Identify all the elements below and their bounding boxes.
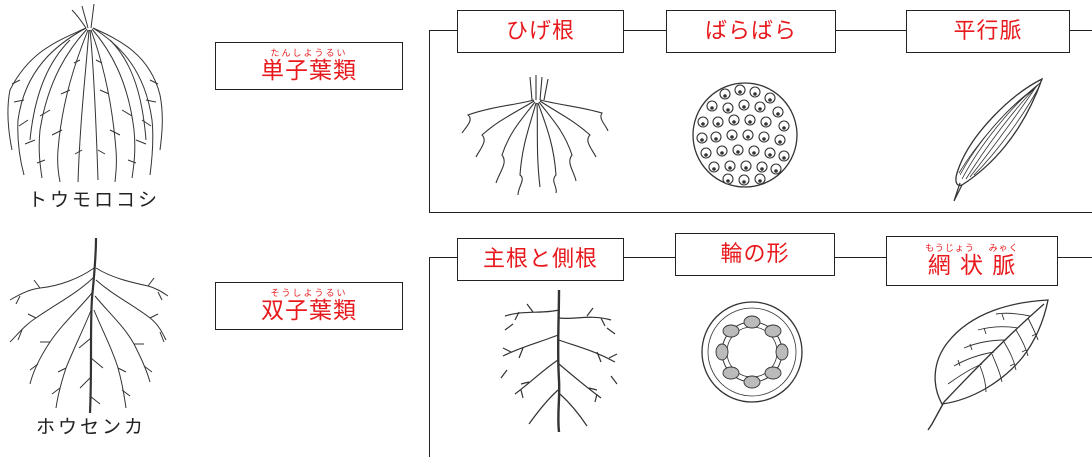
dicot-plant-name: ホウセンカ bbox=[36, 416, 147, 438]
feature-box-parallel-veins: 平行脈 bbox=[906, 10, 1070, 53]
dicot-stem-cross-section bbox=[701, 301, 803, 403]
feature-label-parallel-veins: 平行脈 bbox=[953, 18, 1023, 44]
feature-label-taproot: 主根と側根 bbox=[482, 246, 598, 272]
dicot-class-reading: そうしようるい bbox=[270, 288, 348, 299]
dicot-class-label: 双子葉類 bbox=[261, 297, 357, 324]
net-vein-leaf-illustration bbox=[927, 299, 1049, 431]
monocot-plant-name: トウモロコシ bbox=[28, 189, 161, 211]
impatiens-root-illustration bbox=[9, 237, 169, 414]
feature-box-scattered-bundles: ばらばら bbox=[666, 10, 836, 53]
monocot-class-reading: たんしようるい bbox=[270, 48, 348, 59]
monocot-class-box: たんしようるい 単子葉類 bbox=[215, 42, 403, 90]
fibrous-roots-illustration bbox=[461, 75, 609, 196]
feature-label-ring-bundles: 輪の形 bbox=[720, 241, 790, 267]
net-veins-reading-1: もうじょう bbox=[925, 243, 975, 254]
parallel-vein-leaf-illustration bbox=[953, 77, 1044, 202]
feature-box-fibrous-roots: ひげ根 bbox=[457, 10, 624, 53]
feature-label-net-veins: 網 状 脈 bbox=[927, 252, 1017, 279]
taproot-illustration bbox=[500, 289, 618, 433]
feature-label-fibrous-roots: ひげ根 bbox=[505, 18, 575, 44]
net-veins-reading: もうじょう みゃく bbox=[925, 243, 1019, 254]
monocot-class-label: 単子葉類 bbox=[261, 57, 357, 84]
feature-box-taproot: 主根と側根 bbox=[457, 238, 624, 281]
feature-box-ring-bundles: 輪の形 bbox=[675, 233, 835, 276]
monocot-stem-cross-section bbox=[692, 82, 798, 188]
corn-root-illustration bbox=[7, 3, 163, 183]
net-veins-reading-2: みゃく bbox=[988, 243, 1019, 254]
feature-label-scattered-bundles: ばらばら bbox=[704, 18, 797, 44]
feature-box-net-veins: もうじょう みゃく 網 状 脈 bbox=[886, 236, 1058, 286]
dicot-class-box: そうしようるい 双子葉類 bbox=[215, 282, 403, 330]
